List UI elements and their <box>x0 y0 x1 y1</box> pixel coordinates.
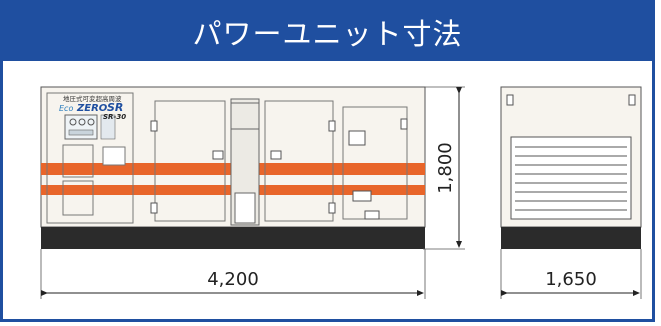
side-view-unit: 地圧式可変超高周波 Eco ZERO SR SR-30 <box>40 86 426 249</box>
unit-base <box>41 227 425 249</box>
length-label: 4,200 <box>207 269 259 290</box>
length-dimension: 4,200 <box>40 249 426 299</box>
unit-logo-sr: SR <box>107 101 123 114</box>
unit-logo-eco: Eco <box>59 104 73 113</box>
front-base <box>501 227 641 249</box>
front-view-unit <box>500 86 642 249</box>
dimension-drawing: 地圧式可変超高周波 Eco ZERO SR SR-30 1,800 4,200 <box>40 86 642 299</box>
unit-model: SR-30 <box>103 113 126 121</box>
louver-panel <box>510 136 632 220</box>
height-dimension: 1,800 <box>423 86 465 250</box>
width-dimension: 1,650 <box>500 249 642 299</box>
width-label: 1,650 <box>545 269 597 290</box>
page-title: パワーユニット寸法 <box>3 3 652 61</box>
control-panel <box>64 114 98 140</box>
dimension-panel: パワーユニット寸法 <box>0 0 655 322</box>
height-label: 1,800 <box>435 142 456 194</box>
unit-caption: 地圧式可変超高周波 <box>63 94 122 103</box>
unit-logo-zero: ZERO <box>76 103 108 114</box>
